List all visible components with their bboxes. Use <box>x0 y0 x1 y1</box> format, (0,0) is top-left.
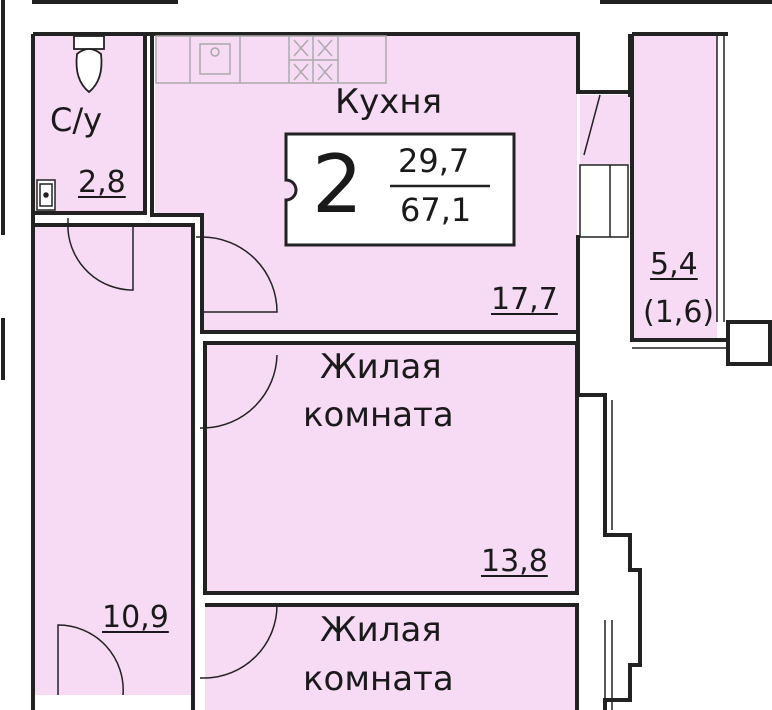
window-rooms <box>604 400 613 710</box>
living-room-1-floor <box>205 343 577 593</box>
bathroom-wall <box>35 34 577 334</box>
balcony-column <box>726 320 772 366</box>
sink-icon <box>199 43 231 75</box>
kitchen-counter <box>155 35 387 84</box>
total-area: 67,1 <box>400 191 472 229</box>
hallway-floor <box>35 225 193 695</box>
living-room-2-floor <box>205 605 577 710</box>
living-room-1-label-line1: Жилая <box>320 347 442 387</box>
living-room-1-label-line2: комната <box>303 395 454 435</box>
bathroom-label: С/у <box>50 101 103 139</box>
balcony-area-reduced: (1,6) <box>643 295 715 330</box>
electrical-panel-icon <box>36 179 56 211</box>
rooms-count: 2 <box>312 138 363 231</box>
hallway-wall <box>35 223 579 710</box>
area-badge <box>284 132 516 247</box>
door-entrance <box>57 624 124 696</box>
door-kitchen <box>196 236 278 313</box>
door-living-2 <box>200 604 278 679</box>
balcony-floor <box>632 35 717 340</box>
kitchen-area: 17,7 <box>491 282 558 317</box>
bathroom-area: 2,8 <box>78 165 126 200</box>
window-kitchen <box>579 94 629 238</box>
window-balcony <box>632 35 728 349</box>
living-room-2-label-line1: Жилая <box>320 610 442 650</box>
door-bathroom <box>67 218 134 291</box>
kitchen-label: Кухня <box>335 82 443 122</box>
hallway-area: 10,9 <box>102 600 169 635</box>
living-room-2-label-line2: комната <box>303 659 454 699</box>
exterior-wall-right <box>576 235 642 710</box>
stove-icon <box>293 39 333 81</box>
living-area-total: 29,7 <box>398 142 470 180</box>
balcony-wall <box>630 32 728 342</box>
living-room-1-area: 13,8 <box>481 544 548 579</box>
door-living-1 <box>200 354 278 429</box>
window-niche <box>580 95 630 165</box>
toilet-icon <box>73 35 105 94</box>
balcony-area: 5,4 <box>650 247 698 282</box>
